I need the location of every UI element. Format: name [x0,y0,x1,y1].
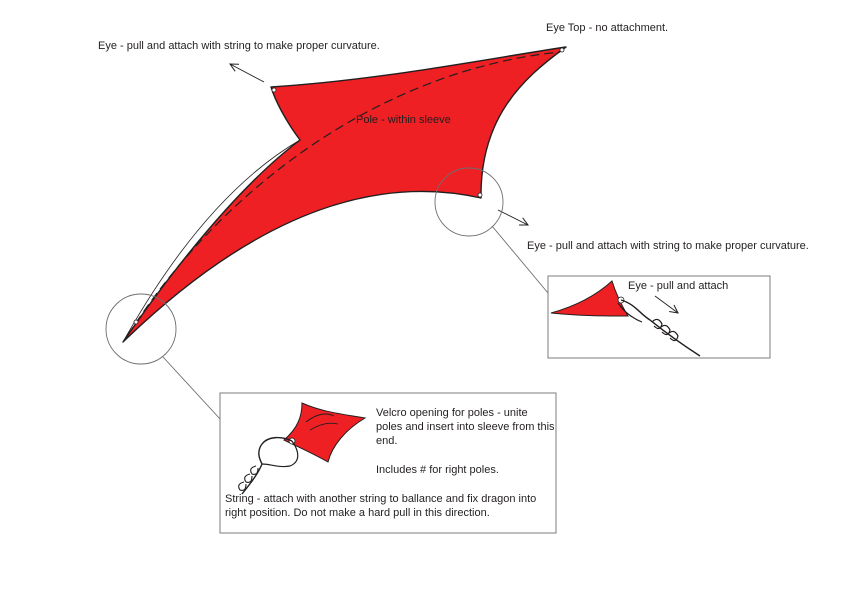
sail-shape [122,46,567,343]
text-string-attach: String - attach with another string to b… [225,493,537,519]
label-eye-right: Eye - pull and attach with string to mak… [527,240,809,252]
text-velcro-opening: Velcro opening for poles - unite poles a… [376,407,555,447]
label-eye-top-left: Eye - pull and attach with string to mak… [98,40,380,52]
arrow-top-left [230,64,265,83]
inset-string-loops [617,302,679,342]
text-includes-poles: Includes # for right poles. [376,464,499,476]
zoom-circle-left [105,293,177,365]
eye-bottom-grommet [133,319,139,325]
inset-detail-box [547,275,771,359]
arrow-right [497,209,528,225]
label-inset-eye: Eye - pull and attach [628,280,729,292]
sleeve-edge-line [122,139,301,343]
zoom-circle-right [434,167,504,237]
velcro-sail-fragment [283,402,367,463]
pole-dashed-line [127,51,561,336]
velcro-string-knots [238,465,259,491]
velcro-string [241,436,293,495]
eye-top-left-grommet [271,87,277,93]
label-eye-top: Eye Top - no attachment. [546,22,669,34]
velcro-detail-box [219,392,557,534]
label-pole: Pole - within sleeve [356,114,451,126]
eye-top-grommet [559,47,565,53]
velcro-string-loop [261,440,299,468]
inset-string [620,299,701,357]
connector-right [491,225,549,294]
connector-left [162,356,222,421]
inset-arrow [654,295,678,313]
eye-right-grommet [477,192,483,198]
velcro-opening-mark [305,413,339,431]
